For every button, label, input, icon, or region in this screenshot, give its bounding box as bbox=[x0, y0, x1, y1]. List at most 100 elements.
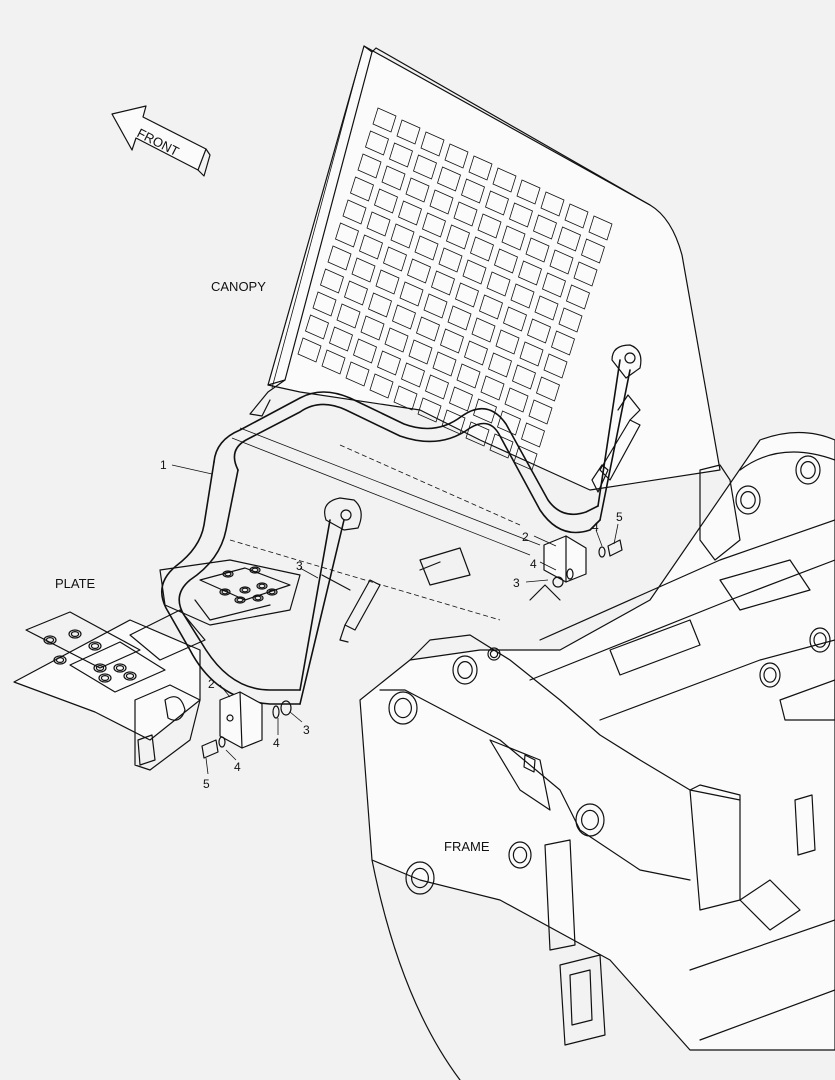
canopy-grid-cell bbox=[365, 130, 389, 156]
bushing-ring bbox=[70, 630, 80, 637]
bushing-ring bbox=[809, 627, 831, 653]
canopy-grid-cell bbox=[465, 421, 490, 447]
canopy-grid-cell bbox=[321, 349, 346, 375]
bushing-ring bbox=[68, 629, 82, 639]
bushing-ring bbox=[487, 647, 501, 661]
canopy-grid-cell bbox=[327, 245, 352, 271]
bushing-ring bbox=[43, 635, 57, 645]
frame-label: FRAME bbox=[444, 839, 490, 854]
canopy-grid-cell bbox=[455, 282, 479, 308]
leader-lines bbox=[171, 464, 619, 775]
callout-2-right: 2 bbox=[522, 530, 529, 544]
canopy-grid-cell bbox=[360, 315, 385, 341]
bushing-ring bbox=[580, 809, 599, 831]
canopy-grid-cell bbox=[381, 165, 406, 191]
callout-3-left: 3 bbox=[303, 723, 310, 737]
canopy-grid-cell bbox=[492, 167, 517, 193]
canopy-grid-cell bbox=[377, 350, 401, 376]
bushing-ring bbox=[740, 491, 756, 510]
canopy-grid-cell bbox=[420, 131, 445, 157]
callout-3-right: 3 bbox=[513, 576, 520, 590]
canopy-grid-cell bbox=[551, 330, 575, 356]
canopy-grid bbox=[297, 107, 613, 471]
callout-2-left: 2 bbox=[208, 677, 215, 691]
canopy-grid-cell bbox=[438, 247, 463, 273]
bushing-ring bbox=[125, 672, 135, 679]
bushing-ring bbox=[98, 673, 112, 683]
canopy-grid-cell bbox=[480, 375, 505, 401]
canopy-grid-cell bbox=[510, 283, 535, 309]
canopy-grid-cell bbox=[453, 201, 478, 227]
bushing-ring bbox=[251, 567, 259, 573]
bushing-ring bbox=[508, 841, 532, 869]
canopy-grid-cell bbox=[422, 212, 446, 238]
bushing-ring bbox=[800, 461, 816, 480]
canopy-grid-cell bbox=[312, 291, 337, 317]
bushing-ring bbox=[252, 594, 264, 602]
canopy-grid-cell bbox=[525, 237, 550, 263]
canopy-grid-cell bbox=[305, 314, 329, 340]
canopy-grid-cell bbox=[477, 213, 502, 239]
canopy-grid-cell bbox=[416, 316, 440, 342]
hardware-left bbox=[201, 691, 292, 759]
canopy-grid-cell bbox=[407, 258, 431, 284]
canopy-grid-cell bbox=[375, 269, 400, 295]
bushing-ring bbox=[100, 674, 110, 681]
canopy-grid-cell bbox=[504, 387, 529, 413]
front-arrow-icon: FRONT bbox=[111, 105, 211, 177]
canopy-grid-cell bbox=[518, 260, 542, 286]
canopy-grid-cell bbox=[536, 376, 560, 402]
canopy-grid-cell bbox=[357, 153, 382, 179]
canopy-grid-cell bbox=[489, 433, 514, 459]
canopy-grid-cell bbox=[374, 188, 398, 214]
canopy-grid-cell bbox=[540, 191, 565, 217]
canopy-grid-cell bbox=[528, 399, 553, 425]
canopy-grid-cell bbox=[392, 304, 416, 330]
bushing-ring bbox=[53, 655, 67, 665]
canopy-grid-cell bbox=[543, 353, 568, 379]
canopy-grid-cell bbox=[462, 259, 487, 285]
canopy-grid-cell bbox=[389, 142, 413, 168]
canopy-grid-cell bbox=[405, 177, 430, 203]
bushing-ring bbox=[249, 566, 261, 574]
bushing-ring bbox=[258, 583, 266, 589]
bushing-ring bbox=[123, 671, 137, 681]
callout-4-right-a: 4 bbox=[592, 520, 599, 534]
callout-4-left-b: 4 bbox=[234, 760, 241, 774]
canopy-grid-cell bbox=[485, 190, 509, 216]
canopy-grid-cell bbox=[366, 211, 391, 237]
canopy-grid-cell bbox=[423, 293, 448, 319]
plate-assembly bbox=[13, 427, 541, 771]
canopy-grid-cell bbox=[468, 155, 493, 181]
canopy-grid-cell bbox=[437, 166, 461, 192]
canopy-grid-cell bbox=[368, 292, 392, 318]
canopy-grid-cell bbox=[542, 272, 566, 298]
canopy-grid-cell bbox=[533, 214, 557, 240]
bushing-ring bbox=[268, 589, 276, 595]
bushing-ring bbox=[394, 697, 413, 719]
bushing-ring bbox=[388, 691, 418, 725]
canopy-grid-cell bbox=[486, 271, 511, 297]
canopy-grid-cell bbox=[372, 107, 397, 133]
canopy-grid-cell bbox=[396, 119, 421, 145]
canopy-grid-cell bbox=[488, 352, 512, 378]
canopy-grid-cell bbox=[519, 341, 544, 367]
bushing-ring bbox=[735, 485, 761, 515]
bushing-ring bbox=[575, 803, 605, 837]
bushing-ring bbox=[88, 641, 102, 651]
canopy-grid-cell bbox=[413, 154, 437, 180]
canopy-grid-cell bbox=[384, 327, 409, 353]
canopy-grid-cell bbox=[425, 374, 449, 400]
bushing-ring bbox=[241, 587, 249, 593]
bushing-ring bbox=[256, 582, 268, 590]
canopy-label: CANOPY bbox=[211, 279, 266, 294]
bushing-ring bbox=[90, 642, 100, 649]
canopy-grid-cell bbox=[399, 281, 424, 307]
hardware-right bbox=[543, 535, 623, 588]
callout-4-left-a: 4 bbox=[273, 736, 280, 750]
canopy-grid-cell bbox=[414, 235, 439, 261]
canopy-grid-cell bbox=[449, 386, 473, 412]
canopy-grid-cell bbox=[566, 284, 590, 310]
canopy-grid-cell bbox=[329, 326, 353, 352]
